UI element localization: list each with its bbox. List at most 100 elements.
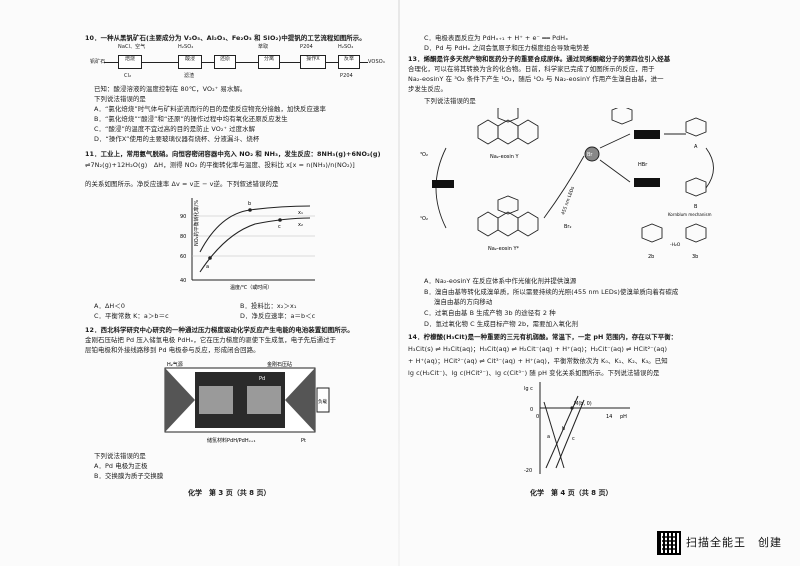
q12-label-material: 储氢材料PdH/PdHₓ₊₁ bbox=[207, 437, 255, 444]
q11-label-x1: x₁ bbox=[298, 210, 303, 216]
q13-label-eosin-star: Na₂-eosin Y* bbox=[488, 246, 520, 252]
flow-strip: 反萃 bbox=[338, 55, 360, 69]
flow-reagent-2: H₂SO₄ bbox=[178, 44, 194, 50]
q14-ytick-0: 0 bbox=[530, 407, 533, 413]
q14-line-1: 14．柠檬酸(H₃Cit)是一种重要的三元有机弱酸。常温下，一定 pH 范围内，… bbox=[408, 333, 678, 341]
q10-note: 已知：酸浸溶液的温度控制在 80℃，VO₂⁺ 易水解。 bbox=[94, 85, 247, 93]
flow-reduce: 还原 bbox=[214, 55, 236, 69]
q13-label-2b: 2b bbox=[648, 254, 654, 260]
scanner-watermark: 扫描全能王 创建 bbox=[686, 536, 782, 549]
q13-label-h2o: -H₂O bbox=[670, 242, 681, 248]
q14-curve-label-b: b bbox=[562, 426, 565, 432]
q14-xtick-0: 0 bbox=[536, 414, 539, 420]
flow-roast: 焙烧 bbox=[118, 55, 142, 69]
flow-start: 钒矿石 bbox=[90, 59, 106, 65]
q10-option-a: A．“氯化焙烧”时气体与矿料逆流而行的目的是使反应物充分接触，加快反应速率 bbox=[94, 105, 326, 113]
q13-label-3o2: ³O₂ bbox=[420, 152, 428, 158]
q14-ytick-neg20: -20 bbox=[524, 468, 532, 474]
q11-line-1: 11．工业上，常用氨气脱硝。向恒容密闭容器中充入 NO₂ 和 NH₃，发生反应：… bbox=[85, 150, 381, 158]
q14-line-3: + H⁺(aq)；HCit²⁻(aq) ⇌ Cit³⁻(aq) + H⁺(aq)… bbox=[408, 357, 668, 365]
q11-curve-lower bbox=[199, 217, 311, 273]
q13-label-3b: 3b bbox=[692, 254, 698, 260]
q12-label-h2: H₂气源 bbox=[167, 361, 183, 368]
q11-tick-90: 90 bbox=[180, 214, 186, 220]
eosin-y-structure bbox=[477, 108, 539, 145]
q13-block-left bbox=[432, 180, 454, 188]
q11-line-2: ⇌7N₂(g)+12H₂O(g) ΔH，测得 NO₂ 的平衡转化率与温度、投料比… bbox=[85, 161, 355, 169]
q14-ylabel: lg c bbox=[524, 386, 533, 392]
q11-point-b bbox=[248, 208, 252, 212]
q11-label-a: a bbox=[206, 264, 209, 270]
footer-page-3: 化学 第 3 页（共 8 页） bbox=[188, 489, 271, 497]
q12-label-anvil: 金刚石压砧 bbox=[267, 361, 292, 368]
q11-line-3: 的关系如图所示。净反应速率 Δv = v正 − v逆。下列叙述错误的是 bbox=[85, 180, 279, 188]
q13-line-1: 13．烯酮是许多天然产物和医药分子的重要合成原体。通过同烯酮缩分子的第四位引入烃… bbox=[408, 55, 671, 63]
q11-tick-80: 80 bbox=[180, 234, 186, 240]
q10-option-b: B．“氯化焙烧”“酸浸”和“还原”的操作过程中均有氧化还原反应发生 bbox=[94, 115, 288, 123]
q12-battery-diagram: H₂气源 金刚石压砧 Pd 储氢材料PdH/PdHₓ₊₁ Pt 负载 bbox=[164, 361, 330, 444]
q13-label-eosin: Na₂-eosin Y bbox=[490, 154, 520, 160]
flow-out-1: Cl₂ bbox=[124, 73, 132, 79]
flow-product: VOSO₄ bbox=[368, 59, 385, 65]
q13-label-hbr: HBr bbox=[638, 162, 648, 168]
q10-option-c: C．“酸浸”的温度不宜过高的目的是防止 VO₂⁺ 过度水解 bbox=[94, 125, 256, 133]
q13-block-top bbox=[634, 130, 660, 139]
q14-curve-c bbox=[555, 399, 585, 469]
q13-option-b-cont: 溴自由基的方向移动 bbox=[434, 298, 493, 306]
flow-leach: 酸浸 bbox=[178, 55, 202, 69]
q12-line-3: 层铂电极和外接线路移到 Pd 电极参与反应，形成闭合回路。 bbox=[85, 346, 260, 354]
page-3: 10．一种从黑钒矿石(主要成分为 V₂O₅、Al₂O₃、Fe₂O₃ 和 SiO₂… bbox=[85, 34, 385, 497]
footer-page-4: 化学 第 4 页（共 8 页） bbox=[530, 489, 613, 497]
q10-ask: 下列说法错误的是 bbox=[94, 95, 146, 103]
q12-label-load: 负载 bbox=[318, 398, 327, 405]
q11-point-a bbox=[208, 256, 212, 260]
q11-option-c: C．平衡常数 K：a＞b＝c bbox=[94, 312, 169, 320]
q10-option-d: D．“操作X”使用的主要玻璃仪器有烧杯、分液漏斗、烧杯 bbox=[94, 135, 260, 143]
q13-label-1o2: ¹O₂ bbox=[420, 216, 428, 222]
q13-option-c: C．过氧自由基 B 生成产物 3b 的途径有 2 种 bbox=[424, 309, 556, 317]
q12-label-pd: Pd bbox=[259, 376, 265, 382]
q11-tick-60: 60 bbox=[180, 254, 186, 260]
q13-label-kornblum: Kornblum mechanism bbox=[668, 212, 712, 217]
q11-label-c: c bbox=[278, 224, 281, 230]
q14-point-label: M(b, 0) bbox=[574, 401, 592, 407]
q11-option-a: A．ΔH＜0 bbox=[94, 302, 125, 310]
flow-out-2: 滤渣 bbox=[184, 73, 195, 79]
q13-label-br: Br bbox=[587, 152, 593, 158]
flow-reagent-3: 萃取 bbox=[258, 44, 269, 50]
flow-out-3: P204 bbox=[340, 73, 353, 79]
q14-chart: lg c pH 0 -20 0 14 M(b, 0) a b c bbox=[524, 382, 630, 474]
q13-ask: 下列说法错误的是 bbox=[424, 97, 476, 105]
q12-option-c: C．电极表面反应为 PdHₓ₊₁ + H⁺ + e⁻ ══ PdHₓ bbox=[424, 34, 569, 42]
q14-curve-label-a: a bbox=[547, 434, 550, 440]
q12-option-d: D．Pd 与 PdHₓ 之间会氢原子和压力梯度组合导致电势差 bbox=[424, 44, 590, 52]
flow-separate: 分离 bbox=[258, 55, 280, 69]
flow-reagent-1: NaCl、空气 bbox=[118, 44, 146, 50]
q13-option-b: B．溴自由基等转化成溴单质，所以需要持续的光照(455 nm LEDs)使溴单质… bbox=[424, 288, 679, 296]
q13-molecules bbox=[611, 108, 707, 243]
flow-op-x: 操作X bbox=[300, 55, 326, 69]
qr-code-icon bbox=[657, 531, 681, 555]
q12-line-1: 12．西北科学研究中心研究的一种通过压力梯度驱动化学反应产生电能的电池装置如图所… bbox=[85, 326, 354, 334]
q13-label-a: A bbox=[694, 144, 698, 150]
q12-ask: 下列说法错误的是 bbox=[94, 452, 146, 460]
q11-curve-upper bbox=[199, 205, 311, 253]
q12-line-2: 金刚石压砧把 Pd 压入储氢电极 PdHₓ，它在压力梯度的驱使下生成氢，电子先后… bbox=[85, 336, 337, 344]
flow-reagent-4: P204 bbox=[300, 44, 313, 50]
flow-reagent-5: H₂SO₄ bbox=[338, 44, 354, 50]
q13-line-3: Na₂-eosinY 在 ³O₂ 条件下产生 ¹O₂，随后 ¹O₂ 与 Na₂-… bbox=[408, 75, 664, 83]
q13-label-led: 455 nm LEDs bbox=[560, 185, 576, 216]
q11-option-d: D．净反应速率：a＝b＜c bbox=[240, 312, 316, 320]
q13-label-b: B bbox=[694, 204, 698, 210]
q13-line-4: 步发生反应。 bbox=[408, 85, 447, 93]
q13-reaction-diagram: Na₂-eosin Y Na₂-eosin Y* ³O₂ ¹O₂ 455 nm … bbox=[420, 108, 714, 260]
q14-xlabel: pH bbox=[620, 414, 627, 420]
eosin-y-star-structure bbox=[477, 195, 539, 237]
q13-block-mid bbox=[634, 178, 660, 187]
q11-tick-40: 40 bbox=[180, 278, 186, 284]
q10-title: 10．一种从黑钒矿石(主要成分为 V₂O₅、Al₂O₃、Fe₂O₃ 和 SiO₂… bbox=[85, 34, 366, 42]
q13-label-br2: Br₂ bbox=[564, 224, 572, 230]
q13-option-a: A．Na₂-eosinY 在反应体系中作光催化剂并提供溴源 bbox=[424, 277, 577, 285]
q11-option-b: B．投料比：x₂＞x₁ bbox=[240, 302, 297, 310]
q14-xtick-14: 14 bbox=[606, 414, 612, 420]
